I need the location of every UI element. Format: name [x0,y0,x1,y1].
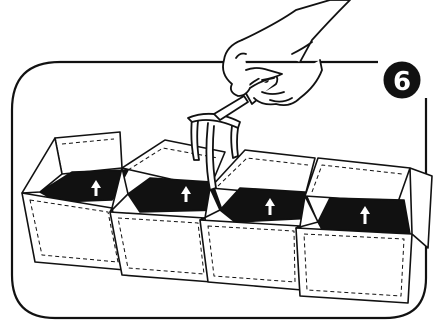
hand-icon [222,0,351,107]
planter-pocket-4 [295,157,433,304]
up-arrow-icon [265,198,275,215]
step-number: 6 [393,67,411,97]
hand-rake-icon [187,73,279,191]
frame-border [10,60,428,320]
up-arrow-icon [181,186,191,202]
planter-pocket-3 [199,149,317,291]
step-badge: 6 [380,58,424,102]
fabric-planter [21,131,433,304]
planter-pocket-1 [21,131,129,271]
soil-2 [127,177,223,213]
up-arrow-icon [360,206,370,224]
up-arrow-icon [91,180,101,196]
